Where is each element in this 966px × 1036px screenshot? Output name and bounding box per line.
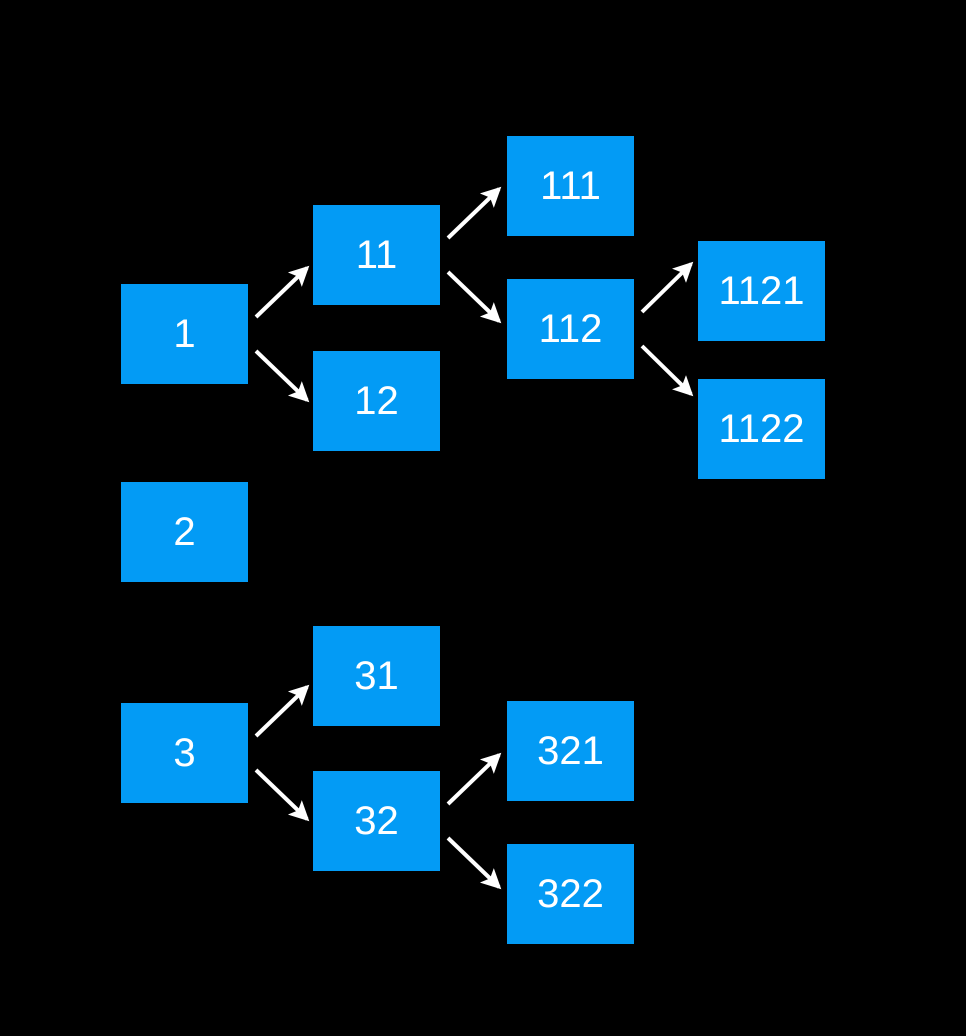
node-label-322: 322	[537, 872, 604, 916]
node-label-111: 111	[540, 164, 601, 208]
node-11[interactable]: 11	[313, 205, 440, 305]
node-31[interactable]: 31	[313, 626, 440, 726]
node-label-1: 1	[173, 312, 196, 356]
node-3[interactable]: 3	[121, 703, 248, 803]
node-1[interactable]: 1	[121, 284, 248, 384]
node-label-12: 12	[354, 379, 399, 423]
node-label-321: 321	[537, 729, 604, 773]
node-label-3: 3	[173, 731, 196, 775]
node-111[interactable]: 111	[507, 136, 634, 236]
node-1122[interactable]: 1122	[698, 379, 825, 479]
node-label-112: 112	[538, 307, 603, 351]
node-label-1121: 1121	[718, 269, 805, 313]
node-label-1122: 1122	[718, 407, 805, 451]
node-label-11: 11	[355, 233, 398, 277]
node-112[interactable]: 112	[507, 279, 634, 379]
node-label-31: 31	[354, 654, 399, 698]
node-12[interactable]: 12	[313, 351, 440, 451]
node-label-2: 2	[173, 510, 196, 554]
node-label-32: 32	[354, 799, 399, 843]
node-322[interactable]: 322	[507, 844, 634, 944]
node-321[interactable]: 321	[507, 701, 634, 801]
node-32[interactable]: 32	[313, 771, 440, 871]
node-1121[interactable]: 1121	[698, 241, 825, 341]
node-2[interactable]: 2	[121, 482, 248, 582]
